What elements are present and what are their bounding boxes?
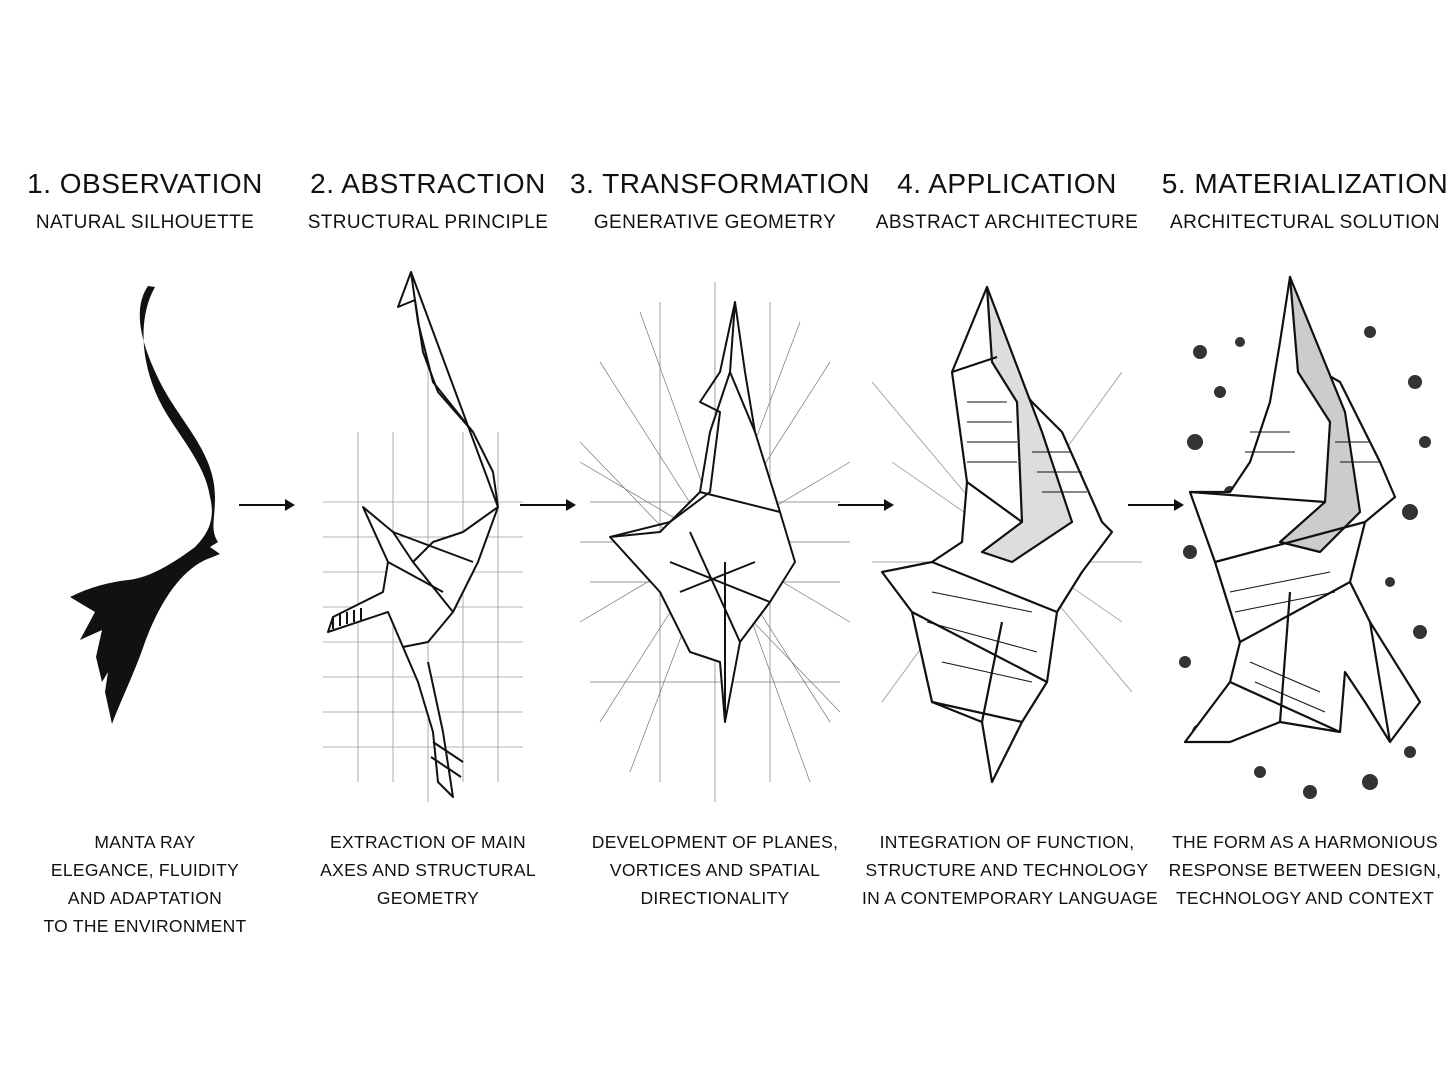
abstract-architecture-sketch-icon [872,285,1142,784]
description-line: AND ADAPTATION [67,888,223,908]
description-line: IN A CONTEMPORARY LANGUAGE [862,888,1158,908]
description-line: DIRECTIONALITY [640,888,790,908]
right-arrow-icon [239,499,295,511]
stage-description: EXTRACTION OF MAIN AXES AND STRUCTURAL G… [283,828,573,912]
stage-subtitle: NATURAL SILHOUETTE [35,212,255,233]
description-line: DEVELOPMENT OF PLANES, [591,832,839,852]
description-line: MANTA RAY [94,832,196,852]
stage-transformation: 3. TRANSFORMATION GENERATIVE GEOMETRY DE… [570,0,870,1086]
right-arrow-icon [838,499,894,511]
stage-abstraction: 2. ABSTRACTION STRUCTURAL PRINCIPLE EXTR… [283,0,573,1086]
stage-title: 3. TRANSFORMATION [570,168,870,199]
right-arrow-icon [1128,499,1184,511]
description-line: VORTICES AND SPATIAL [609,860,821,880]
stage-description: INTEGRATION OF FUNCTION, STRUCTURE AND T… [862,828,1158,912]
stage-description: MANTA RAY ELEGANCE, FLUIDITY AND ADAPTAT… [0,828,290,940]
description-line: THE FORM AS A HARMONIOUS [1172,832,1438,852]
stage-subtitle: GENERATIVE GEOMETRY [593,212,837,233]
description-line: EXTRACTION OF MAIN [330,832,526,852]
description-line: TO THE ENVIRONMENT [43,916,247,936]
description-line: AXES AND STRUCTURAL [320,860,536,880]
architectural-solution-sketch-icon [1179,275,1431,799]
stage-materialization: 5. MATERIALIZATION ARCHITECTURAL SOLUTIO… [1160,0,1448,1086]
description-line: STRUCTURE AND TECHNOLOGY [865,860,1149,880]
stage-title: 2. ABSTRACTION [310,168,546,199]
description-line: RESPONSE BETWEEN DESIGN, [1168,860,1442,880]
description-line: ELEGANCE, FLUIDITY [50,860,240,880]
stage-description: THE FORM AS A HARMONIOUS RESPONSE BETWEE… [1160,828,1448,912]
stage-subtitle: ARCHITECTURAL SOLUTION [1170,212,1440,233]
stage-subtitle: STRUCTURAL PRINCIPLE [307,212,549,233]
manta-ray-silhouette-icon [70,286,220,724]
right-arrow-icon [520,499,576,511]
stage-title: 1. OBSERVATION [27,168,263,199]
stage-observation: 1. OBSERVATION NATURAL SILHOUETTE MANTA … [0,0,290,1086]
stage-title: 5. MATERIALIZATION [1161,168,1448,199]
stage-application: 4. APPLICATION ABSTRACT ARCHITECTURE INT… [862,0,1158,1086]
stage-description: DEVELOPMENT OF PLANES, VORTICES AND SPAT… [570,828,860,912]
description-line: GEOMETRY [376,888,480,908]
stage-subtitle: ABSTRACT ARCHITECTURE [875,212,1139,233]
structural-axes-sketch-icon [323,271,523,802]
generative-geometry-sketch-icon [580,282,850,802]
description-line: INTEGRATION OF FUNCTION, [879,832,1135,852]
description-line: TECHNOLOGY AND CONTEXT [1175,888,1435,908]
stage-title: 4. APPLICATION [897,168,1117,199]
